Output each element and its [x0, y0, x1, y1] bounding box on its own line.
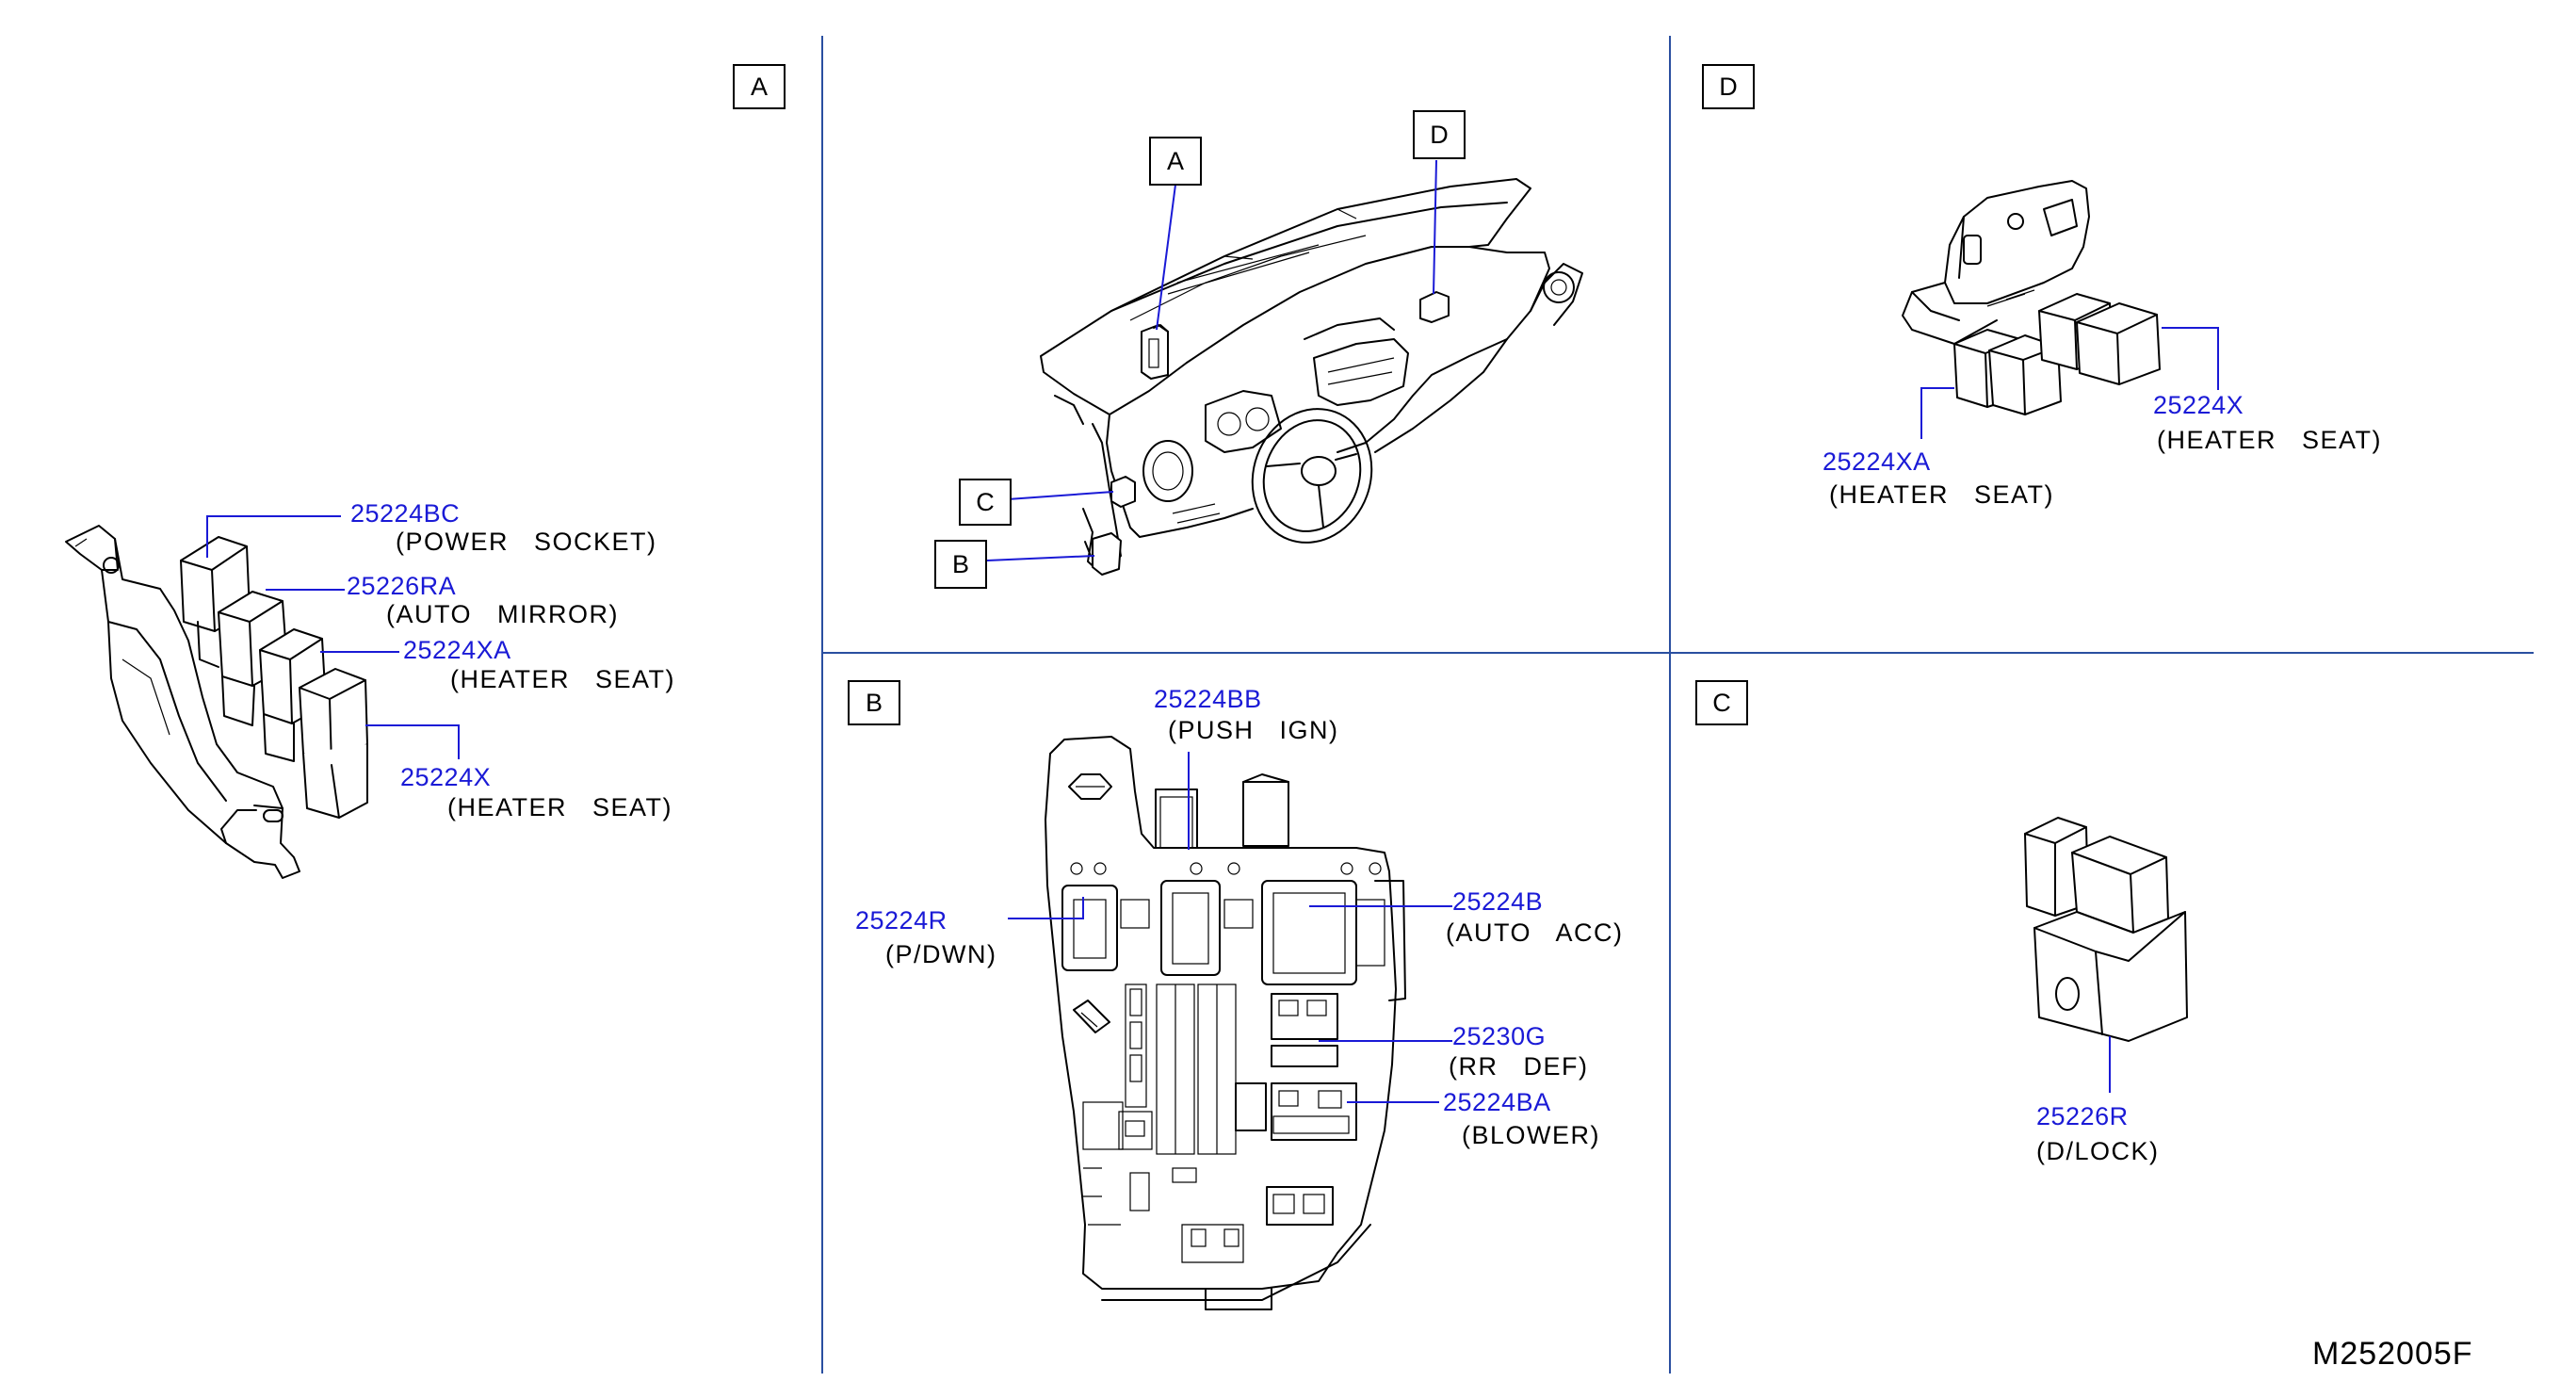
dashboard-illustration	[1040, 178, 1583, 576]
callout-a[interactable]: A	[1149, 137, 1202, 186]
part-number-25224B[interactable]: 25224B	[1452, 887, 1544, 916]
section-label-d: D	[1702, 64, 1755, 109]
part-desc-25224XA-d: (HEATER SEAT)	[1829, 480, 2055, 509]
part-desc-25224X-a: (HEATER SEAT)	[447, 793, 673, 821]
leaders-section-b	[1008, 752, 1452, 1103]
part-desc-25230G: (RR DEF)	[1449, 1052, 1589, 1081]
part-number-25224R[interactable]: 25224R	[855, 906, 948, 935]
heater-seat-relays-illustration	[1902, 180, 2161, 415]
leaders-overview	[986, 159, 1437, 561]
part-desc-25224BA: (BLOWER)	[1462, 1121, 1600, 1149]
part-desc-25224BC: (POWER SOCKET)	[396, 528, 657, 556]
part-desc-25224XA-a: (HEATER SEAT)	[450, 665, 676, 693]
part-desc-25224BB: (PUSH IGN)	[1168, 716, 1339, 744]
door-lock-relay-illustration	[2024, 817, 2188, 1042]
fuse-box-illustration	[1045, 736, 1406, 1310]
part-number-25224X-a[interactable]: 25224X	[400, 763, 492, 791]
part-number-25224X-d[interactable]: 25224X	[2153, 391, 2244, 419]
section-label-a: A	[733, 64, 786, 109]
part-number-25230G[interactable]: 25230G	[1452, 1022, 1547, 1050]
leaders-section-a	[206, 515, 460, 759]
diagram-code: M252005F	[2312, 1336, 2473, 1372]
callout-c[interactable]: C	[959, 479, 1012, 526]
part-number-25224BA[interactable]: 25224BA	[1443, 1088, 1551, 1116]
part-number-25226RA[interactable]: 25226RA	[347, 572, 457, 600]
relay-25224X-shape	[299, 668, 368, 819]
part-desc-25226R: (D/LOCK)	[2036, 1137, 2160, 1165]
section-dividers	[821, 36, 2534, 1374]
part-number-25224XA-d[interactable]: 25224XA	[1823, 447, 1931, 476]
part-desc-25224R: (P/DWN)	[885, 940, 997, 968]
callout-b[interactable]: B	[934, 540, 987, 589]
part-number-25224BC[interactable]: 25224BC	[350, 499, 461, 528]
part-number-25226R[interactable]: 25226R	[2036, 1102, 2129, 1130]
relay-bracket-illustration	[65, 525, 368, 879]
callout-d[interactable]: D	[1413, 110, 1466, 159]
section-label-c: C	[1695, 680, 1748, 725]
leaders-section-d	[1920, 327, 2219, 439]
part-desc-25224X-d: (HEATER SEAT)	[2157, 426, 2383, 454]
part-desc-25226RA: (AUTO MIRROR)	[386, 600, 619, 628]
part-number-25224BB[interactable]: 25224BB	[1154, 685, 1262, 713]
section-label-b: B	[848, 680, 900, 725]
part-desc-25224B: (AUTO ACC)	[1446, 918, 1624, 947]
part-number-25224XA-a[interactable]: 25224XA	[403, 636, 511, 664]
